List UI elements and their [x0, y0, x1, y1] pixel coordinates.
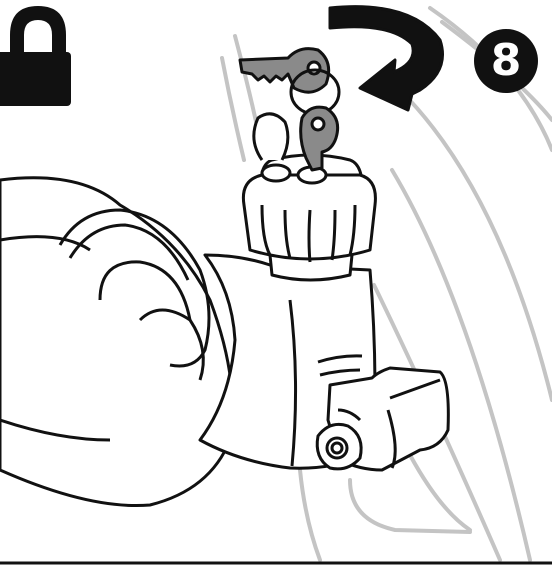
adjuster-knob — [317, 368, 448, 470]
handlebar-grip — [0, 178, 233, 506]
padlock-closed-icon — [0, 6, 71, 106]
step-number-badge: 8 — [474, 29, 538, 93]
rotate-clockwise-arrow-icon — [330, 7, 443, 110]
